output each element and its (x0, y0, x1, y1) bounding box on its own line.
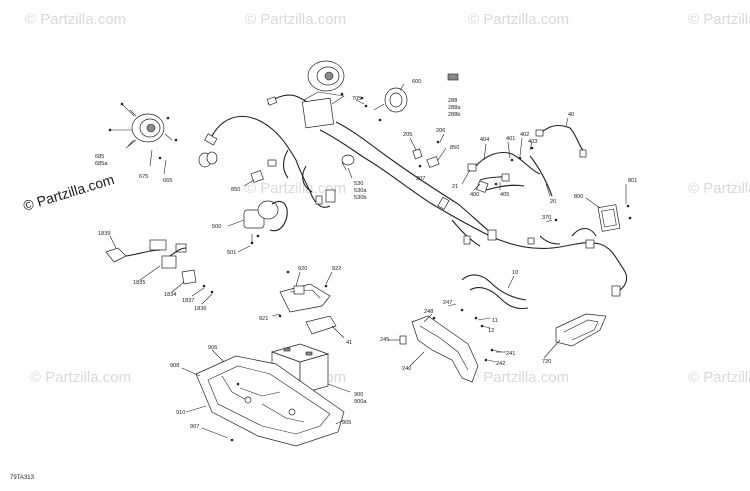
connector-600 (360, 87, 408, 122)
watermark-group: © Partzilla.com © Partzilla.com © Partzi… (21, 11, 750, 386)
watermark: © Partzilla.com (468, 11, 569, 28)
part-label: 205 (403, 132, 412, 138)
diagram-code: 79TA313 (10, 475, 35, 481)
wire-assembly-20 (467, 146, 553, 197)
part-label: 242 (496, 361, 505, 367)
part-label: 20 (550, 199, 556, 205)
part-label: 247 (443, 300, 452, 306)
part-label: 685a (95, 161, 108, 167)
headlight-left (108, 102, 178, 160)
part-label: 705 (352, 96, 361, 102)
watermark: © Partzilla.com (30, 369, 131, 386)
relay-288 (447, 73, 459, 81)
part-label: 21 (452, 184, 458, 190)
harness-connectors (204, 96, 621, 297)
switch-1839 (105, 239, 214, 294)
part-label: 1839 (98, 231, 110, 237)
part-label: 288b (448, 112, 460, 118)
part-label: 241 (506, 351, 515, 357)
part-label: 206 (436, 128, 445, 134)
part-label: 530a (354, 188, 367, 194)
part-label: 248 (424, 309, 433, 315)
part-label: 402 (520, 132, 529, 138)
part-label: 370 (542, 215, 551, 221)
watermark: © Partzilla.com (25, 11, 126, 28)
part-label: 530 (354, 181, 363, 187)
wire-10 (460, 274, 529, 328)
grommet-group (198, 151, 218, 168)
part-label: 850 (231, 187, 240, 193)
bracket-920 (278, 270, 331, 318)
watermark: © Partzilla.com (245, 11, 346, 28)
part-label: 240 (402, 366, 411, 372)
watermark: © Partzilla.com (688, 11, 750, 28)
connectors-205-207 (412, 140, 440, 168)
part-label: 905 (342, 420, 351, 426)
part-label: 900a (354, 399, 367, 405)
part-label: 906 (208, 345, 217, 351)
watermark: © Partzilla.com (688, 180, 750, 197)
watermark: © Partzilla.com (468, 369, 569, 386)
bracket-41 (305, 315, 337, 335)
part-label: 10 (512, 270, 518, 276)
headlight-center (301, 60, 345, 129)
part-label: 921 (259, 316, 268, 322)
sensor-530 (341, 154, 355, 171)
part-label: 1835 (133, 280, 145, 286)
part-label: 908 (170, 363, 179, 369)
part-label: 405 (500, 192, 509, 198)
watermark: © Partzilla.com (245, 180, 346, 197)
watermark-prominent: © Partzilla.com (21, 171, 116, 214)
cover-720 (555, 313, 607, 347)
part-label: 600 (412, 79, 421, 85)
module-500 (243, 200, 288, 245)
module-800 (554, 204, 632, 232)
part-label: 720 (542, 359, 551, 365)
part-label: 1837 (182, 298, 194, 304)
part-label: 12 (488, 328, 494, 334)
bolts-241 (484, 348, 503, 362)
part-label: 850 (450, 145, 459, 151)
part-label: 530b (354, 195, 366, 201)
sensor-850-left (243, 170, 264, 187)
leader-lines (109, 83, 627, 439)
part-label: 910 (176, 410, 185, 416)
part-label: 907 (190, 424, 199, 430)
part-labels: 600 705 288 288a 288b 40 685 685a 675 66… (95, 79, 637, 430)
part-label: 404 (480, 137, 489, 143)
part-label: 1834 (164, 292, 176, 298)
part-label: 900 (354, 392, 363, 398)
part-label: 501 (227, 250, 236, 256)
part-label: 675 (139, 174, 148, 180)
part-label: 922 (332, 266, 341, 272)
part-label: 41 (346, 340, 352, 346)
part-label: 207 (416, 176, 425, 182)
part-label: 801 (628, 178, 637, 184)
part-label: 500 (212, 224, 221, 230)
part-label: 245 (380, 337, 389, 343)
bracket-240 (399, 315, 479, 383)
part-label: 401 (506, 136, 515, 142)
part-label: 1836 (194, 306, 206, 312)
part-label: 11 (492, 318, 498, 324)
wire-40 (535, 124, 587, 158)
part-label: 920 (298, 266, 307, 272)
part-label: 403 (528, 139, 537, 145)
part-label: 400 (470, 192, 479, 198)
part-label: 800 (574, 194, 583, 200)
part-label: 288 (448, 98, 457, 104)
part-label: 288a (448, 105, 461, 111)
part-label: 40 (568, 112, 574, 118)
part-label: 665 (163, 178, 172, 184)
battery-tray (195, 355, 345, 447)
part-label: 685 (95, 154, 104, 160)
watermark: © Partzilla.com (688, 369, 750, 386)
